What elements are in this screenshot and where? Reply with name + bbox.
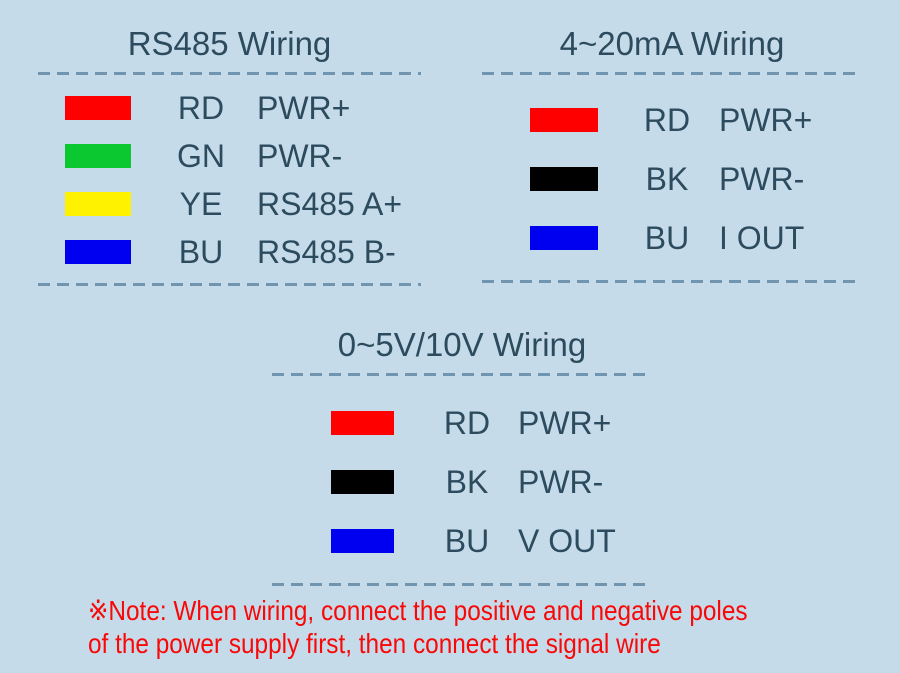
wire-row: BK PWR- xyxy=(331,463,652,500)
wire-signal-label: PWR- xyxy=(518,463,604,500)
note-line-1: ※Note: When wiring, connect the positive… xyxy=(88,595,748,626)
wire-signal-label: PWR- xyxy=(257,137,343,174)
color-swatch xyxy=(530,167,598,191)
color-swatch xyxy=(65,96,131,120)
note-line-2: of the power supply first, then connect … xyxy=(88,628,661,659)
dashed-divider-top xyxy=(482,72,862,75)
wire-signal-label: I OUT xyxy=(719,219,805,256)
dashed-divider-top xyxy=(38,72,421,75)
wiring-note: ※Note: When wiring, connect the positive… xyxy=(88,594,846,660)
wire-code: BK xyxy=(445,463,489,500)
section-title: RS485 Wiring xyxy=(127,25,332,62)
color-swatch xyxy=(65,144,131,168)
color-swatch xyxy=(530,226,598,250)
wire-signal-label: RS485 B- xyxy=(257,233,396,270)
section-4-20ma-wiring: 4~20mA Wiring RD PWR+ BK PWR- BU I OUT xyxy=(482,22,862,283)
wire-code: BU xyxy=(644,219,690,256)
wire-code: RD xyxy=(643,101,691,138)
wire-signal-label: PWR+ xyxy=(257,89,351,126)
wire-row: YE RS485 A+ xyxy=(65,185,421,222)
wire-signal-label: PWR+ xyxy=(518,404,612,441)
dashed-divider-bottom xyxy=(272,583,652,586)
color-swatch xyxy=(331,529,394,553)
wire-signal-label: PWR- xyxy=(719,160,805,197)
wire-code: YE xyxy=(179,185,223,222)
wire-code: RD xyxy=(443,404,491,441)
wire-row: BK PWR- xyxy=(530,160,862,197)
wire-row: RD PWR+ xyxy=(65,89,421,126)
wire-row: RD PWR+ xyxy=(530,101,862,138)
dashed-divider-top xyxy=(272,373,652,376)
wire-code: BU xyxy=(444,522,490,559)
wire-signal-label: PWR+ xyxy=(719,101,813,138)
color-swatch xyxy=(530,108,598,132)
wire-legend: RD PWR+ BK PWR- BU I OUT xyxy=(482,101,862,256)
section-0-5v-10v-wiring: 0~5V/10V Wiring RD PWR+ BK PWR- BU V OUT xyxy=(272,323,652,586)
color-swatch xyxy=(65,240,131,264)
wire-row: BU I OUT xyxy=(530,219,862,256)
section-title: 0~5V/10V Wiring xyxy=(337,326,587,363)
wire-code: BK xyxy=(645,160,689,197)
wire-row: RD PWR+ xyxy=(331,404,652,441)
color-swatch xyxy=(65,192,131,216)
wire-signal-label: RS485 A+ xyxy=(257,185,402,222)
dashed-divider-bottom xyxy=(38,283,421,286)
wire-code: RD xyxy=(177,89,225,126)
wire-signal-label: V OUT xyxy=(518,522,616,559)
wire-legend: RD PWR+ BK PWR- BU V OUT xyxy=(272,404,652,559)
wire-code: BU xyxy=(178,233,224,270)
wire-row: GN PWR- xyxy=(65,137,421,174)
section-rs485-wiring: RS485 Wiring RD PWR+ GN PWR- YE RS485 A+… xyxy=(38,22,421,286)
wire-row: BU V OUT xyxy=(331,522,652,559)
wire-code: GN xyxy=(177,137,225,174)
color-swatch xyxy=(331,470,394,494)
color-swatch xyxy=(331,411,394,435)
section-title: 4~20mA Wiring xyxy=(559,25,785,62)
wire-row: BU RS485 B- xyxy=(65,233,421,270)
wire-legend: RD PWR+ GN PWR- YE RS485 A+ BU RS485 B- xyxy=(38,89,421,270)
dashed-divider-bottom xyxy=(482,280,862,283)
